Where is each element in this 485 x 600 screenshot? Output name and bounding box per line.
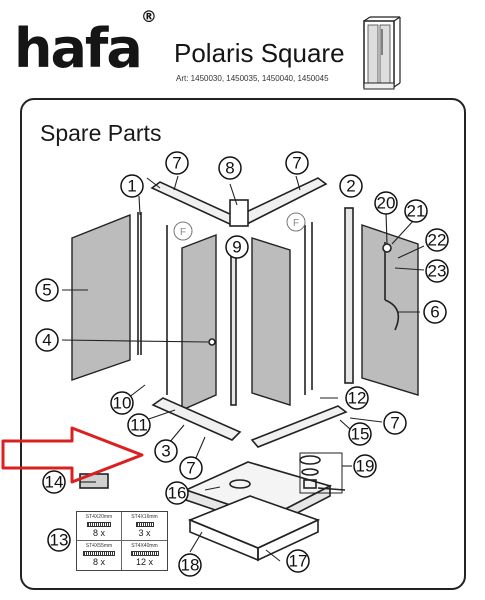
part-label-16: 16 <box>168 484 187 503</box>
panel-left-door <box>181 233 217 412</box>
article-numbers: Art: 1450030, 1450035, 1450040, 1450045 <box>176 74 329 83</box>
part-label-9: 9 <box>232 238 241 257</box>
part-label-20: 20 <box>377 194 396 213</box>
part-label-23: 23 <box>428 262 447 281</box>
part-label-15: 15 <box>351 425 370 444</box>
part-label-1: 1 <box>127 177 136 196</box>
screw-table: ST4X20mm 8 x ST4X16mm 3 x ST4X55mm 8 x S… <box>76 511 168 571</box>
screw-size: ST4X40mm <box>131 543 158 549</box>
part-label-18: 18 <box>181 556 200 575</box>
screw-icon <box>130 551 159 556</box>
spare-parts-frame <box>20 98 466 590</box>
screw-qty: 8 x <box>92 557 105 567</box>
part-label-3: 3 <box>161 442 170 461</box>
part-label-14: 14 <box>45 473 64 492</box>
screw-qty: 8 x <box>92 528 105 538</box>
part-label-22: 22 <box>428 231 447 250</box>
part-label-5: 5 <box>42 281 51 300</box>
screw-size: ST4X20mm <box>85 514 113 520</box>
product-title: Polaris Square <box>174 38 345 68</box>
part-label-17: 17 <box>289 552 308 571</box>
screw-icon <box>83 551 115 556</box>
part-label-7c: 7 <box>186 459 195 478</box>
screw-size: ST4X16mm <box>131 514 158 520</box>
screw-cell: ST4X55mm 8 x <box>77 541 122 570</box>
part-label-7d: 7 <box>390 414 399 433</box>
svg-text:F: F <box>180 227 186 238</box>
screw-qty: 12 x <box>135 557 153 567</box>
shower-cabin-icon <box>363 16 401 90</box>
part-label-19: 19 <box>356 457 375 476</box>
section-title: Spare Parts <box>40 120 162 146</box>
part-label-7a: 7 <box>172 154 181 173</box>
part-label-2: 2 <box>346 177 355 196</box>
part-label-8: 8 <box>225 159 234 178</box>
panel-left-fixed <box>71 213 131 381</box>
svg-text:F: F <box>293 218 299 229</box>
part-label-11: 11 <box>130 416 148 435</box>
screw-qty: 3 x <box>138 528 151 538</box>
brand-logo: hafa® <box>14 7 157 80</box>
callout-arrow-icon <box>1 426 144 484</box>
part-label-4: 4 <box>42 331 51 350</box>
screw-cell: ST4X40mm 12 x <box>122 541 167 570</box>
panel-right-door <box>251 237 291 406</box>
part-label-21: 21 <box>407 202 426 221</box>
part-label-6: 6 <box>430 303 439 322</box>
screw-cell: ST4X20mm 8 x <box>77 512 122 541</box>
screw-icon <box>135 522 154 527</box>
part-label-7b: 7 <box>292 154 301 173</box>
screw-size: ST4X55mm <box>85 543 113 549</box>
panel-right-fixed <box>361 224 419 396</box>
screw-cell: ST4X16mm 3 x <box>122 512 167 541</box>
screw-icon <box>87 522 111 527</box>
part-label-12: 12 <box>348 389 367 408</box>
part-label-10: 10 <box>113 394 132 413</box>
part-label-13: 13 <box>50 531 69 550</box>
